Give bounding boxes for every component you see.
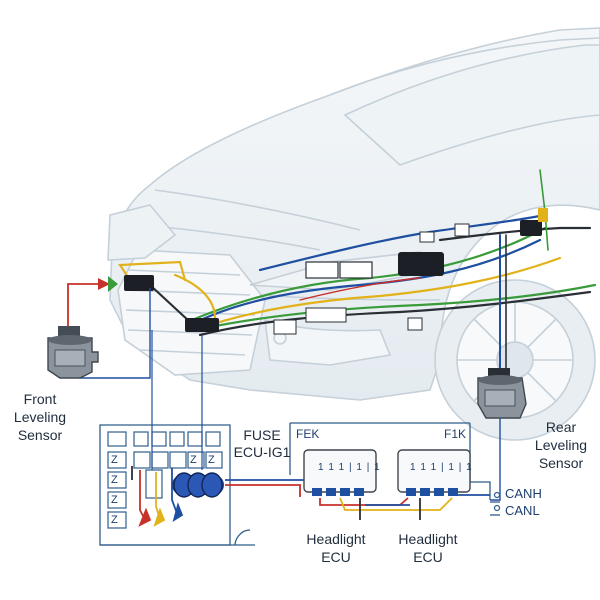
headlight-ecu-left-label: Headlight ECU — [306, 531, 366, 565]
ecu-module-left — [303, 449, 377, 496]
fuse-slot-label: Z — [111, 494, 118, 506]
fuse-label: FUSE ECU-IG1 — [233, 427, 291, 460]
fuse-icon — [172, 472, 224, 498]
panel-tag-left: FEK — [296, 427, 320, 441]
fuse-box-wires — [131, 330, 203, 527]
ecu-module-right — [397, 449, 471, 496]
rear-leveling-sensor-icon — [477, 368, 527, 501]
ecu-link-wires — [225, 479, 490, 520]
ecu-left-digits: 1 1 1 | 1 | 1 — [318, 462, 381, 473]
control-panel — [99, 422, 500, 546]
panel-tag-right: F1K — [444, 427, 467, 441]
fuse-box — [107, 431, 223, 529]
wire-harness — [118, 169, 597, 371]
can-high-label: CANH — [505, 486, 542, 501]
can-low-label: CANL — [505, 503, 540, 518]
fuse-slot-label: Z — [111, 474, 118, 486]
connector-icon — [398, 252, 444, 276]
front-leveling-sensor-label: Front Leveling Sensor — [13, 391, 67, 443]
headlight-ecu-right-label: Headlight ECU — [398, 531, 458, 565]
harness-connectors — [98, 208, 548, 335]
fuse-slot-label: Z — [190, 454, 197, 466]
fuse-slot-label: Z — [111, 454, 118, 466]
rear-leveling-sensor-label: Rear Leveling Sensor — [534, 419, 588, 471]
fuse-slot-label: Z — [111, 514, 118, 526]
fuse-slot-label: Z — [208, 454, 215, 466]
ecu-right-digits: 1 1 1 | 1 | 1 — [410, 462, 473, 473]
front-leveling-sensor-icon — [47, 283, 151, 379]
